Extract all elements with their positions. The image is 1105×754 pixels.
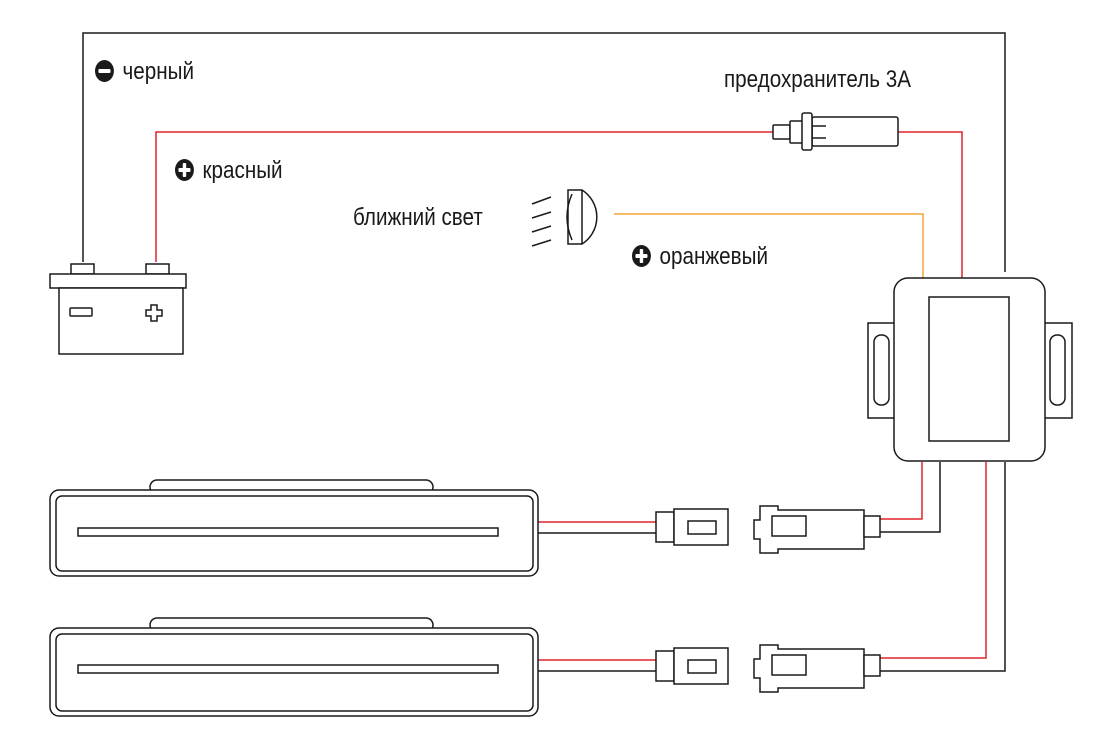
red-wire-battery [155, 131, 773, 262]
red-wire-out-1 [880, 462, 923, 520]
connector-pair-2 [655, 644, 881, 693]
label-red-wire: красный [175, 159, 283, 183]
battery-minus-icon [69, 307, 93, 317]
red-wire-out-2 [880, 462, 987, 659]
orange-wire [614, 213, 924, 280]
controller-unit [867, 277, 1073, 462]
battery [49, 263, 187, 355]
battery-plus-icon [145, 304, 163, 322]
red-wire-fuse-out [898, 131, 963, 280]
connector-pair-1 [655, 505, 881, 554]
label-fuse: предохранитель 3А [724, 68, 911, 92]
label-red-text: красный [202, 157, 283, 184]
label-black-text: черный [122, 58, 194, 85]
drl-lamp-1 [49, 479, 539, 577]
minus-icon [95, 60, 114, 82]
drl-lamp-2 [49, 617, 539, 717]
label-orange-text: оранжевый [659, 243, 768, 270]
fuse [772, 112, 899, 151]
plus-icon [175, 159, 194, 181]
black-wire-out-2 [880, 462, 1006, 672]
label-low-beam-text: ближний свет [353, 204, 483, 231]
black-wire-ground [82, 32, 1006, 272]
black-wire-out-1 [880, 462, 941, 533]
label-black-wire: черный [95, 60, 194, 84]
label-low-beam: ближний свет [353, 206, 483, 230]
plus-icon [632, 245, 651, 267]
label-orange-wire: оранжевый [632, 245, 768, 269]
headlight [531, 189, 598, 247]
label-fuse-text: предохранитель 3А [724, 66, 911, 93]
